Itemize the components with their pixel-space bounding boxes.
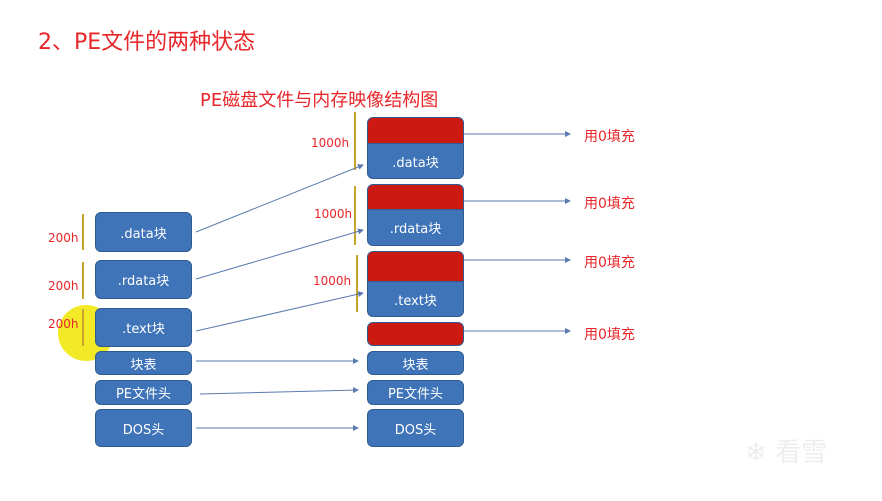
disk-rdata-block: .rdata块 <box>95 260 192 299</box>
mem-data-block: .data块 <box>367 117 464 179</box>
padding-area <box>368 118 463 143</box>
padding-area <box>368 252 463 281</box>
disk-text-block: .text块 <box>95 308 192 347</box>
mem-data-label: .data块 <box>368 143 463 178</box>
watermark-logo: ❄ 看雪 <box>745 432 827 469</box>
mem-size-label: 1000h <box>313 274 352 288</box>
padding-note: 用0填充 <box>584 196 635 212</box>
mem-size-label: 1000h <box>314 207 353 221</box>
watermark-text: 看雪 <box>775 438 828 468</box>
disk-pe-header: PE文件头 <box>95 380 192 405</box>
mem-section-table: 块表 <box>367 351 464 375</box>
disk-section-table: 块表 <box>95 351 192 375</box>
mem-size-label: 1000h <box>311 136 350 150</box>
slide-title: 2、PE文件的两种状态 <box>38 30 256 55</box>
mem-rdata-label: .rdata块 <box>368 209 463 245</box>
disk-size-label: 200h <box>48 279 79 293</box>
mem-pe-header: PE文件头 <box>367 380 464 405</box>
padding-area <box>368 185 463 209</box>
mem-text-label: .text块 <box>368 281 463 316</box>
padding-note: 用0填充 <box>584 255 635 271</box>
padding-note: 用0填充 <box>584 327 635 343</box>
mem-dos-header: DOS头 <box>367 409 464 447</box>
header-padding <box>367 322 464 346</box>
disk-dos-header: DOS头 <box>95 409 192 447</box>
mem-text-block: .text块 <box>367 251 464 317</box>
disk-data-block: .data块 <box>95 212 192 252</box>
mem-rdata-block: .rdata块 <box>367 184 464 246</box>
disk-size-label: 200h <box>48 317 79 331</box>
disk-size-label: 200h <box>48 231 79 245</box>
padding-note: 用0填充 <box>584 129 635 145</box>
diagram-title: PE磁盘文件与内存映像结构图 <box>200 90 439 111</box>
snowflake-icon: ❄ <box>745 438 767 468</box>
